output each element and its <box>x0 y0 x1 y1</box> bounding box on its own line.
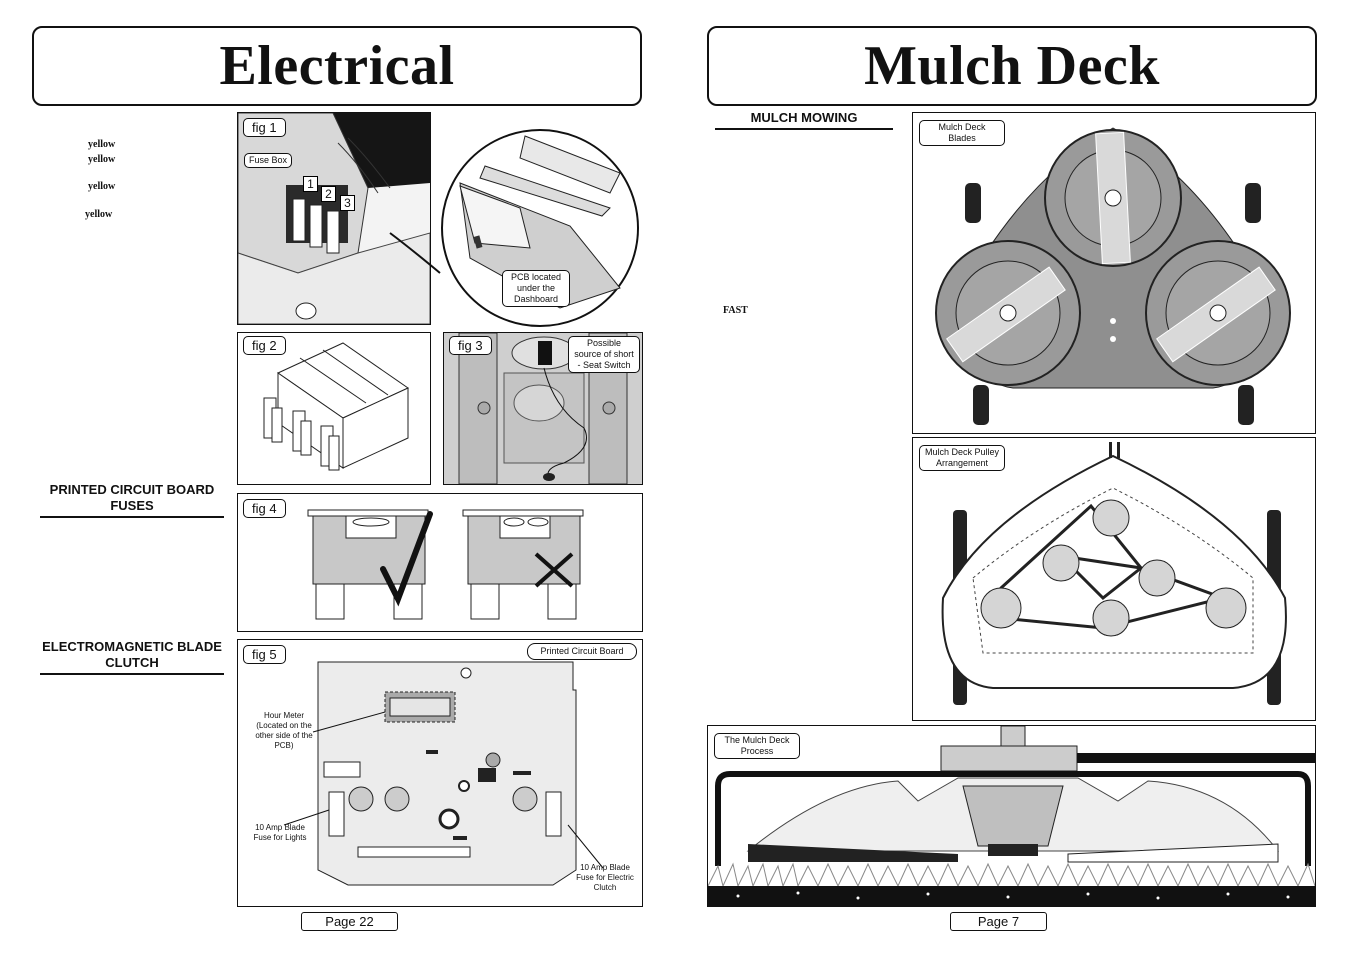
fig4-fuse-check <box>237 493 643 632</box>
hour-meter-note: Hour Meter (Located on the other side of… <box>255 711 313 750</box>
fast-word: FAST <box>723 305 748 316</box>
fig2-label: fig 2 <box>243 336 286 355</box>
side-word-3: yellow <box>88 181 116 192</box>
divider-rule <box>40 673 224 675</box>
side-word-1: yellow <box>88 139 116 150</box>
fuse-number-3: 3 <box>340 195 355 211</box>
pcb-location-tag: PCB located under the Dashboard <box>502 270 570 307</box>
divider-rule <box>40 516 224 518</box>
lights-fuse-note: 10 Amp Blade Fuse for Lights <box>253 823 307 842</box>
seat-switch-callout: Possible source of short - Seat Switch <box>568 336 640 373</box>
fuse-number-1: 1 <box>303 176 318 192</box>
fuse-number-2: 2 <box>321 186 336 202</box>
mulch-deck-blades-drawing <box>912 112 1316 434</box>
left-title-box: Electrical <box>32 26 642 106</box>
fuse-box-tag: Fuse Box <box>244 153 293 168</box>
left-page-number: Page 22 <box>301 912 398 931</box>
pulley-arrangement-drawing <box>912 437 1316 721</box>
right-page-number: Page 7 <box>950 912 1047 931</box>
section-heading-clutch: ELECTROMAGNETIC BLADE CLUTCH <box>42 639 222 670</box>
fig4-label: fig 4 <box>243 499 286 518</box>
mulch-process-drawing <box>707 725 1316 907</box>
right-page-title: Mulch Deck <box>864 35 1160 97</box>
right-title-box: Mulch Deck <box>707 26 1317 106</box>
dashboard-zoom-illustration <box>389 129 639 327</box>
pulley-tag: Mulch Deck Pulley Arrangement <box>919 445 1005 471</box>
side-word-4: yellow <box>85 209 113 220</box>
fig5-pcb-diagram <box>237 639 643 907</box>
fig3-label: fig 3 <box>449 336 492 355</box>
fig2-fuse-drawing <box>237 332 431 485</box>
fig5-label: fig 5 <box>243 645 286 664</box>
divider-rule <box>715 128 893 130</box>
fig1-label: fig 1 <box>243 118 286 137</box>
side-word-2: yellow <box>88 154 116 165</box>
left-page-title: Electrical <box>219 35 455 97</box>
section-heading-pcb-fuses: PRINTED CIRCUIT BOARD FUSES <box>49 482 215 513</box>
blades-tag: Mulch Deck Blades <box>919 120 1005 146</box>
section-heading-mulch-mowing: MULCH MOWING <box>750 110 858 125</box>
process-tag: The Mulch Deck Process <box>714 733 800 759</box>
pcb-title-tag: Printed Circuit Board <box>527 643 637 660</box>
clutch-fuse-note: 10 Amp Blade Fuse for Electric Clutch <box>576 863 634 892</box>
